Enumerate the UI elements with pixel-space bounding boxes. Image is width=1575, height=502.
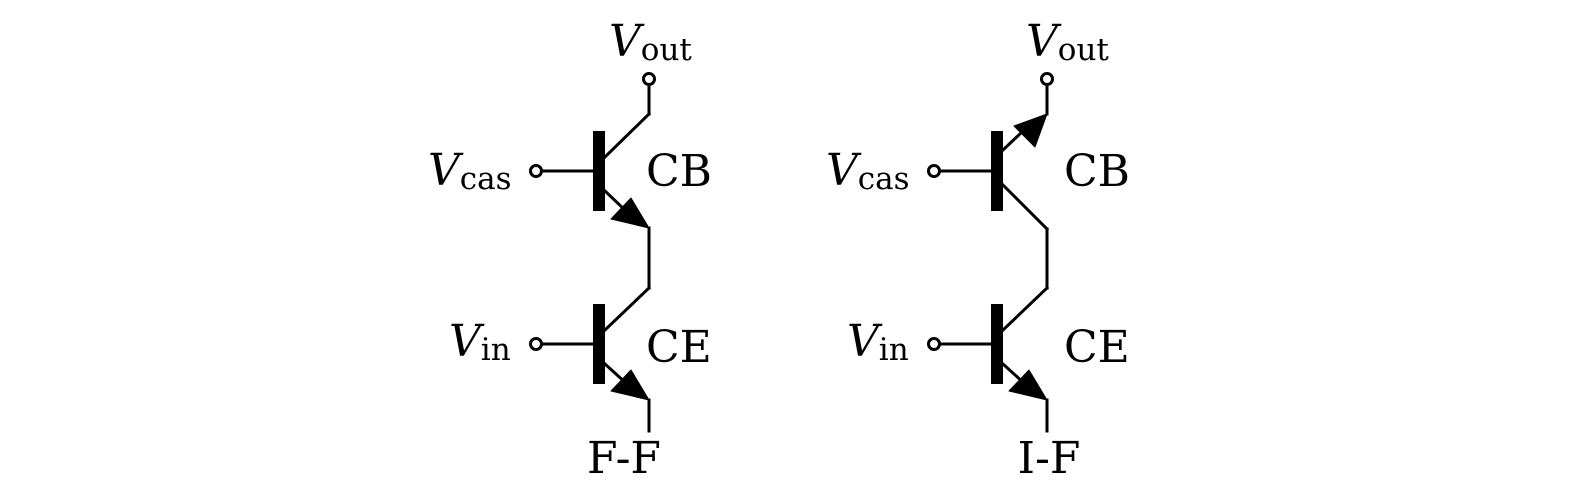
if-top-collector <box>1000 182 1050 232</box>
ff-top-base-bar <box>593 131 605 211</box>
ff-top-emitter-arrow <box>610 197 650 229</box>
circuit-if: Vout Vcas Vin CB CE I-F <box>826 16 1130 484</box>
if-output-terminal[interactable] <box>1040 72 1054 86</box>
if-bottom-collector <box>1000 285 1050 333</box>
if-caption: I-F <box>1018 433 1081 484</box>
if-bottom-transistor-label: CE <box>1064 322 1130 373</box>
ff-top-transistor-label: CB <box>646 146 712 197</box>
ff-cascode-label: Vcas <box>428 145 512 197</box>
ff-cascode-terminal[interactable] <box>529 164 543 178</box>
circuit-ff: Vout Vcas Vin CB CE F-F <box>428 16 712 484</box>
if-top-emitter <box>1000 129 1025 153</box>
if-bottom-transistor <box>927 285 1050 433</box>
ff-output-terminal[interactable] <box>642 72 656 86</box>
ff-bottom-base-bar <box>593 304 605 384</box>
ff-output-label: Vout <box>609 16 692 68</box>
if-bottom-base-bar <box>991 304 1003 384</box>
ff-bottom-transistor-label: CE <box>646 322 712 373</box>
ff-caption: F-F <box>587 433 661 484</box>
ff-top-collector <box>602 111 652 160</box>
if-input-label: Vin <box>847 316 909 368</box>
if-cascode-terminal[interactable] <box>927 164 941 178</box>
if-top-emitter-arrow <box>1013 113 1048 148</box>
ff-bottom-transistor <box>529 285 652 433</box>
ff-bottom-emitter-arrow <box>610 369 650 401</box>
if-top-transistor-label: CB <box>1064 146 1130 197</box>
ff-top-transistor <box>529 111 652 229</box>
if-input-terminal[interactable] <box>927 337 941 351</box>
if-cascode-label: Vcas <box>826 145 910 197</box>
if-bottom-emitter-arrow <box>1008 369 1048 401</box>
if-output-label: Vout <box>1026 16 1109 68</box>
ff-input-label: Vin <box>449 316 511 368</box>
ff-input-terminal[interactable] <box>529 337 543 351</box>
if-top-transistor <box>927 113 1050 232</box>
if-top-base-bar <box>991 131 1003 211</box>
ff-bottom-collector <box>602 285 652 333</box>
